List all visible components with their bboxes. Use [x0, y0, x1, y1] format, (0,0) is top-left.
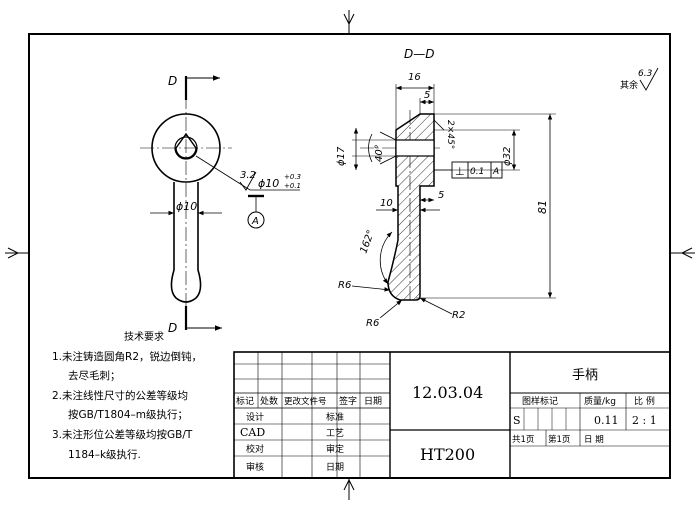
dim-chamfer: 2×45°: [445, 120, 455, 149]
note-line-2: 去尽毛刺；: [68, 370, 121, 382]
dim-81: 81: [536, 200, 549, 214]
section-view: [351, 84, 556, 319]
datum-a-label: A: [251, 216, 259, 227]
cut-label-bottom: D: [168, 321, 177, 335]
tb-stage-mark: 图样标记: [522, 395, 558, 407]
tb-mass: 0.11: [594, 414, 619, 427]
tb-reviewer: 审核: [246, 461, 264, 473]
section-label: D—D: [404, 47, 434, 61]
dim-5-mid: 5: [438, 190, 444, 201]
tb-col-count: 处数: [260, 395, 278, 407]
tb-cad: CAD: [240, 426, 265, 439]
tol-value: 0.1: [470, 167, 484, 177]
dim-phi17: ϕ17: [336, 146, 347, 166]
tb-sheets-total: 共1页: [512, 435, 534, 445]
tb-col-date: 日期: [364, 396, 382, 407]
sheet-frame: [5, 10, 695, 500]
dim-16: 16: [408, 72, 421, 83]
roughness-other-value: 6.3: [638, 69, 653, 79]
tb-sheet-no: 第1页: [548, 434, 570, 445]
tb-process: 工艺: [326, 428, 344, 439]
dim-r2: R2: [452, 310, 465, 321]
tb-stage-s: S: [513, 414, 521, 427]
notes-title: 技术要求: [124, 330, 164, 343]
dim-r6-bottom: R6: [366, 318, 379, 329]
dim-angle162: 162°: [358, 229, 377, 255]
note-line-1: 1.未注铸造圆角R2，锐边倒钝，: [52, 350, 202, 363]
dim-r6-left: R6: [338, 280, 351, 291]
dim-10: 10: [380, 198, 393, 209]
note-line-5: 3.未注形位公差等级均按GB/T: [52, 428, 193, 441]
hole-tol-upper: +0.3: [284, 173, 301, 181]
tb-col-file: 更改文件号: [284, 396, 327, 407]
tb-col-mark: 标记: [236, 395, 254, 407]
dim-phi10-shank: ϕ10: [176, 200, 197, 213]
dim-angle40: 40°: [374, 144, 385, 162]
note-line-3: 2.未注线性尺寸的公差等级均: [52, 389, 188, 402]
tb-date2: 日 期: [584, 435, 604, 445]
hole-roughness: 3.2: [240, 170, 256, 181]
dim-5-top: 5: [424, 90, 430, 101]
hole-dimension: ϕ10: [258, 177, 279, 190]
front-view: [140, 75, 300, 331]
tb-standard: 标准: [326, 411, 344, 423]
tb-scale-label: 比 例: [634, 395, 655, 407]
tol-symbol: ⊥: [455, 165, 465, 178]
tb-scale: 2 : 1: [632, 414, 657, 427]
note-line-6: 1184–k级执行.: [68, 448, 141, 461]
tb-col-sign: 签字: [339, 395, 357, 407]
tb-approve: 审定: [326, 443, 344, 455]
tb-date: 日期: [326, 462, 344, 473]
tol-datum: A: [492, 167, 499, 177]
tb-material: HT200: [420, 445, 475, 464]
tb-mass-label: 质量/kg: [584, 395, 616, 407]
hole-tol-lower: +0.1: [284, 182, 301, 190]
roughness-symbol-icon: [639, 67, 659, 91]
tb-part-name: 手柄: [572, 368, 598, 383]
roughness-other-label: 其余: [620, 79, 638, 91]
dim-phi32: ϕ32: [502, 147, 513, 166]
cut-label-top: D: [168, 74, 177, 88]
tb-checker: 校对: [246, 443, 264, 455]
tb-designer: 设计: [246, 411, 264, 423]
note-line-4: 按GB/T1804–m级执行；: [68, 408, 188, 421]
title-block: [233, 351, 671, 479]
tb-drawing-number: 12.03.04: [412, 383, 483, 402]
